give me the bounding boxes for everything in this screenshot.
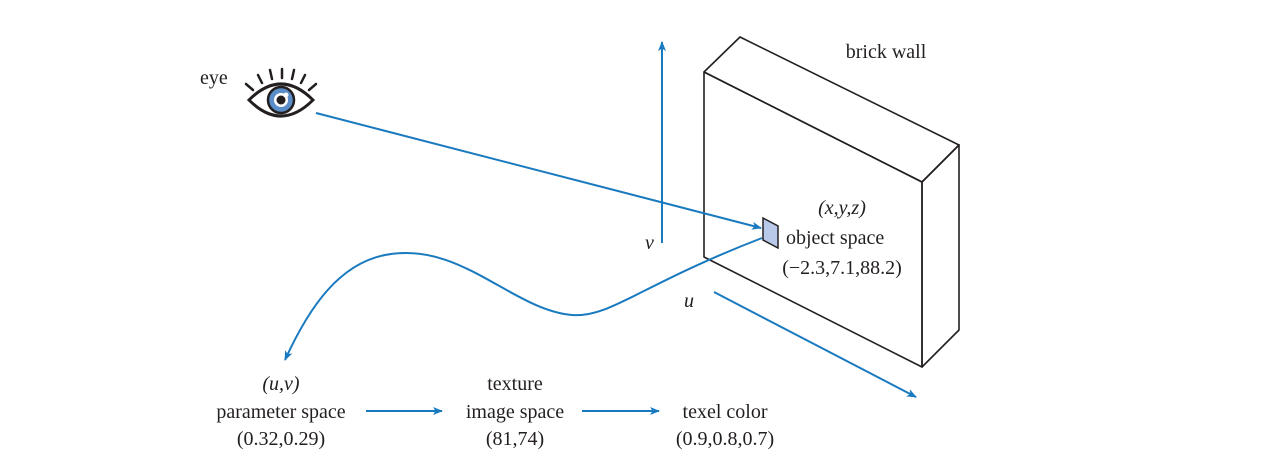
- brick-wall-front-face: [703, 71, 923, 368]
- image-coords-label: (81,74): [486, 428, 544, 450]
- u-axis-label: u: [684, 290, 694, 312]
- u-axis-arrow: [713, 291, 917, 398]
- brick-wall-side-face: [921, 144, 960, 368]
- eye-label: eye: [200, 67, 228, 89]
- xyz-label: (x,y,z): [818, 197, 866, 219]
- brick-wall-box: [703, 36, 960, 368]
- eye-icon: [244, 67, 318, 118]
- texture-label: texture: [487, 373, 543, 395]
- parameter-coords-label: (0.32,0.29): [237, 428, 325, 450]
- object-coords-label: (−2.3,7.1,88.2): [782, 257, 902, 279]
- uv-label: (u,v): [262, 373, 300, 395]
- sight-ray-arrow: [315, 112, 762, 230]
- texel-values-label: (0.9,0.8,0.7): [676, 428, 774, 450]
- object-space-label: object space: [786, 227, 884, 249]
- parameter-space-label: parameter space: [216, 401, 345, 423]
- texel-color-label: texel color: [683, 401, 768, 423]
- v-axis-label: v: [645, 232, 654, 254]
- image-space-label: image space: [466, 401, 564, 423]
- surface-point-patch: [762, 216, 779, 250]
- inverse-mapping-curve-arrow: [284, 237, 763, 361]
- brick-wall-label: brick wall: [846, 41, 927, 63]
